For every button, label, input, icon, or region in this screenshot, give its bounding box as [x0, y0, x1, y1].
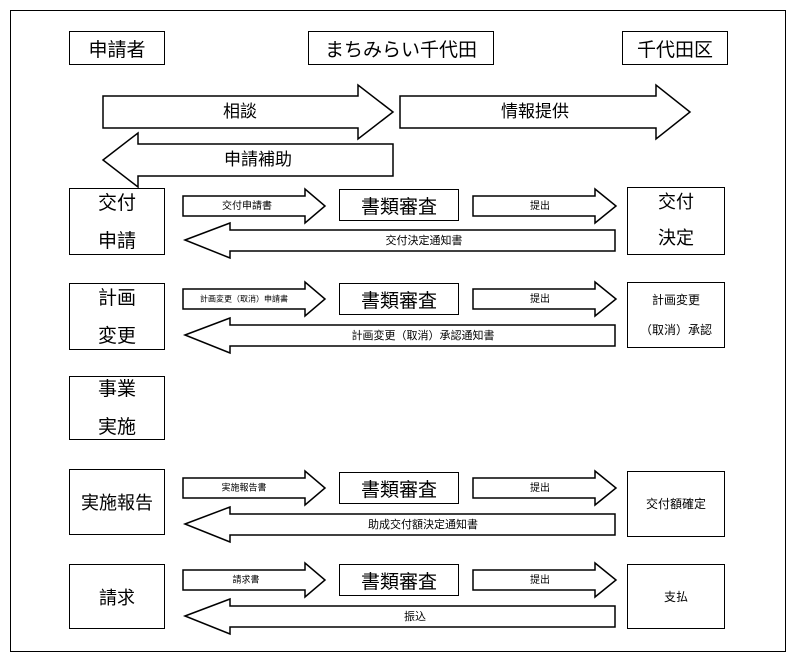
step3-line1: 事業: [97, 378, 136, 400]
step5-notice-arrow: 振込: [182, 597, 616, 636]
step2-result-line1: 計画変更: [651, 293, 700, 307]
step3-line2: 実施: [97, 416, 136, 438]
step5-doc-label: 請求書: [232, 574, 259, 586]
step5-submit-arrow: 提出: [472, 561, 618, 599]
step5-result-label: 支払: [663, 589, 688, 604]
step2-notice-label: 計画変更（取消）承認通知書: [352, 328, 495, 342]
step1-result-box: 交付 決定: [627, 187, 725, 255]
header-chiyoda-ward: 千代田区: [622, 31, 728, 65]
step5-notice-label: 振込: [404, 609, 426, 623]
step2-doc-label: 計画変更（取消）申請書: [200, 294, 288, 304]
step4-doc-label: 実施報告書: [221, 482, 266, 494]
step1-applicant-line2: 申請: [97, 229, 136, 252]
step4-notice-label: 助成交付額決定通知書: [368, 517, 478, 531]
step2-review-box: 書類審査: [339, 283, 459, 315]
header-applicant: 申請者: [69, 31, 165, 65]
step1-review-box: 書類審査: [339, 189, 459, 221]
application-assist-arrow: 申請補助: [101, 131, 394, 189]
step1-submit-arrow: 提出: [472, 187, 618, 225]
step2-result-line2: （取消）承認: [639, 323, 712, 337]
step4-doc-arrow: 実施報告書: [182, 469, 327, 507]
step2-result-box: 計画変更 （取消）承認: [627, 282, 725, 348]
step5-result-box: 支払: [627, 564, 725, 629]
step1-applicant-box: 交付 申請: [69, 188, 165, 255]
step4-result-label: 交付額確定: [645, 497, 706, 511]
step2-doc-arrow: 計画変更（取消）申請書: [182, 280, 327, 318]
step1-doc-arrow: 交付申請書: [182, 187, 327, 225]
step5-review-box: 書類審査: [339, 564, 459, 596]
step2-applicant-box: 計画 変更: [69, 283, 165, 350]
step1-submit-label: 提出: [530, 199, 550, 212]
step2-review-label: 書類審査: [360, 289, 437, 312]
step5-submit-label: 提出: [530, 573, 550, 586]
consultation-label: 相談: [223, 102, 257, 122]
step5-applicant-label: 請求: [99, 587, 135, 609]
step4-submit-label: 提出: [530, 481, 550, 494]
step4-notice-arrow: 助成交付額決定通知書: [182, 505, 616, 544]
step4-applicant-label: 実施報告: [81, 493, 153, 514]
step4-result-box: 交付額確定: [627, 471, 725, 537]
consultation-arrow: 相談: [102, 83, 395, 141]
header-machimirai: まちみらい千代田: [308, 31, 494, 65]
step2-submit-label: 提出: [530, 292, 550, 305]
step1-result-line2: 決定: [658, 228, 694, 249]
header-chiyoda-ward-label: 千代田区: [636, 38, 713, 61]
step5-applicant-box: 請求: [69, 564, 165, 629]
step5-doc-arrow: 請求書: [182, 561, 327, 599]
diagram-frame: [10, 10, 786, 652]
step4-review-box: 書類審査: [339, 472, 459, 504]
step2-applicant-line2: 変更: [97, 324, 136, 347]
step1-notice-label: 交付決定通知書: [386, 233, 463, 247]
step2-notice-arrow: 計画変更（取消）承認通知書: [182, 316, 616, 355]
step2-submit-arrow: 提出: [472, 280, 618, 318]
info-provision-arrow: 情報提供: [399, 83, 692, 141]
step4-applicant-box: 実施報告: [69, 469, 165, 535]
header-machimirai-label: まちみらい千代田: [324, 38, 477, 61]
step4-submit-arrow: 提出: [472, 469, 618, 507]
step1-doc-label: 交付申請書: [222, 199, 272, 212]
step4-review-label: 書類審査: [360, 478, 437, 501]
header-applicant-label: 申請者: [88, 38, 146, 61]
application-assist-label: 申請補助: [224, 150, 292, 170]
step1-result-line1: 交付: [658, 192, 694, 213]
step3-implementation-box: 事業 実施: [69, 376, 165, 440]
step1-review-label: 書類審査: [360, 195, 437, 218]
step2-applicant-line1: 計画: [97, 286, 136, 309]
info-provision-label: 情報提供: [501, 102, 569, 122]
step1-applicant-line1: 交付: [97, 191, 136, 214]
step1-notice-arrow: 交付決定通知書: [182, 221, 616, 260]
step5-review-label: 書類審査: [360, 570, 437, 593]
